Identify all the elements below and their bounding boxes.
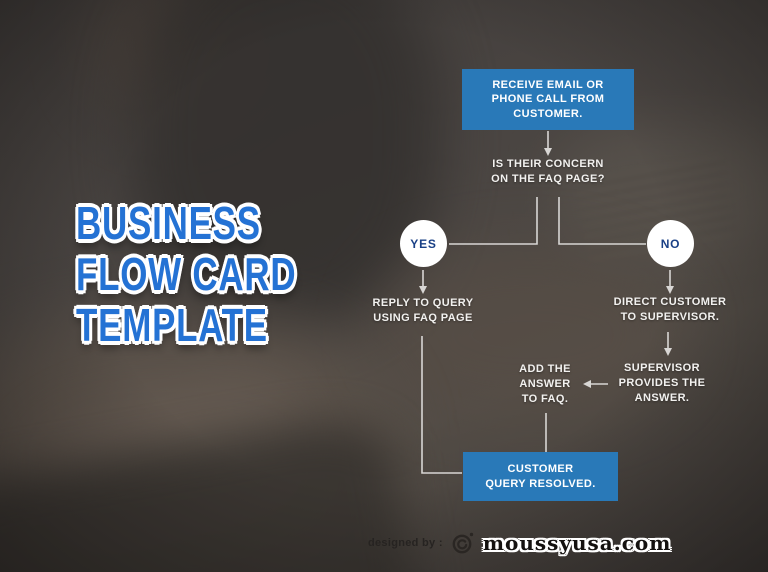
- flow-node-add-faq: ADD THE ANSWER TO FAQ.: [519, 363, 571, 405]
- flow-node-reply: REPLY TO QUERY USING FAQ PAGE: [372, 297, 474, 324]
- brand-wordmark: moussyusa.com: [482, 531, 672, 555]
- flow-node-question: IS THEIR CONCERN ON THE FAQ PAGE?: [491, 158, 605, 185]
- flow-node-yes: YES: [400, 220, 447, 267]
- flow-node-supervisor: SUPERVISOR PROVIDES THE ANSWER.: [618, 362, 706, 404]
- flow-node-start: RECEIVE EMAIL OR PHONE CALL FROM CUSTOME…: [462, 69, 634, 130]
- moussyusa-swirl-logo-icon: [452, 532, 474, 554]
- no-label: NO: [660, 236, 681, 251]
- designed-by-label: designed by :: [368, 537, 443, 549]
- flow-node-resolved: CUSTOMER QUERY RESOLVED.: [463, 452, 618, 501]
- footer-credit: designed by : moussyusa.com: [368, 527, 671, 559]
- flow-node-no: NO: [647, 220, 694, 267]
- flow-node-direct: DIRECT CUSTOMER TO SUPERVISOR.: [613, 296, 727, 323]
- yes-label: YES: [410, 236, 437, 251]
- page-title: BUSINESS FLOW CARD TEMPLATE: [76, 197, 297, 351]
